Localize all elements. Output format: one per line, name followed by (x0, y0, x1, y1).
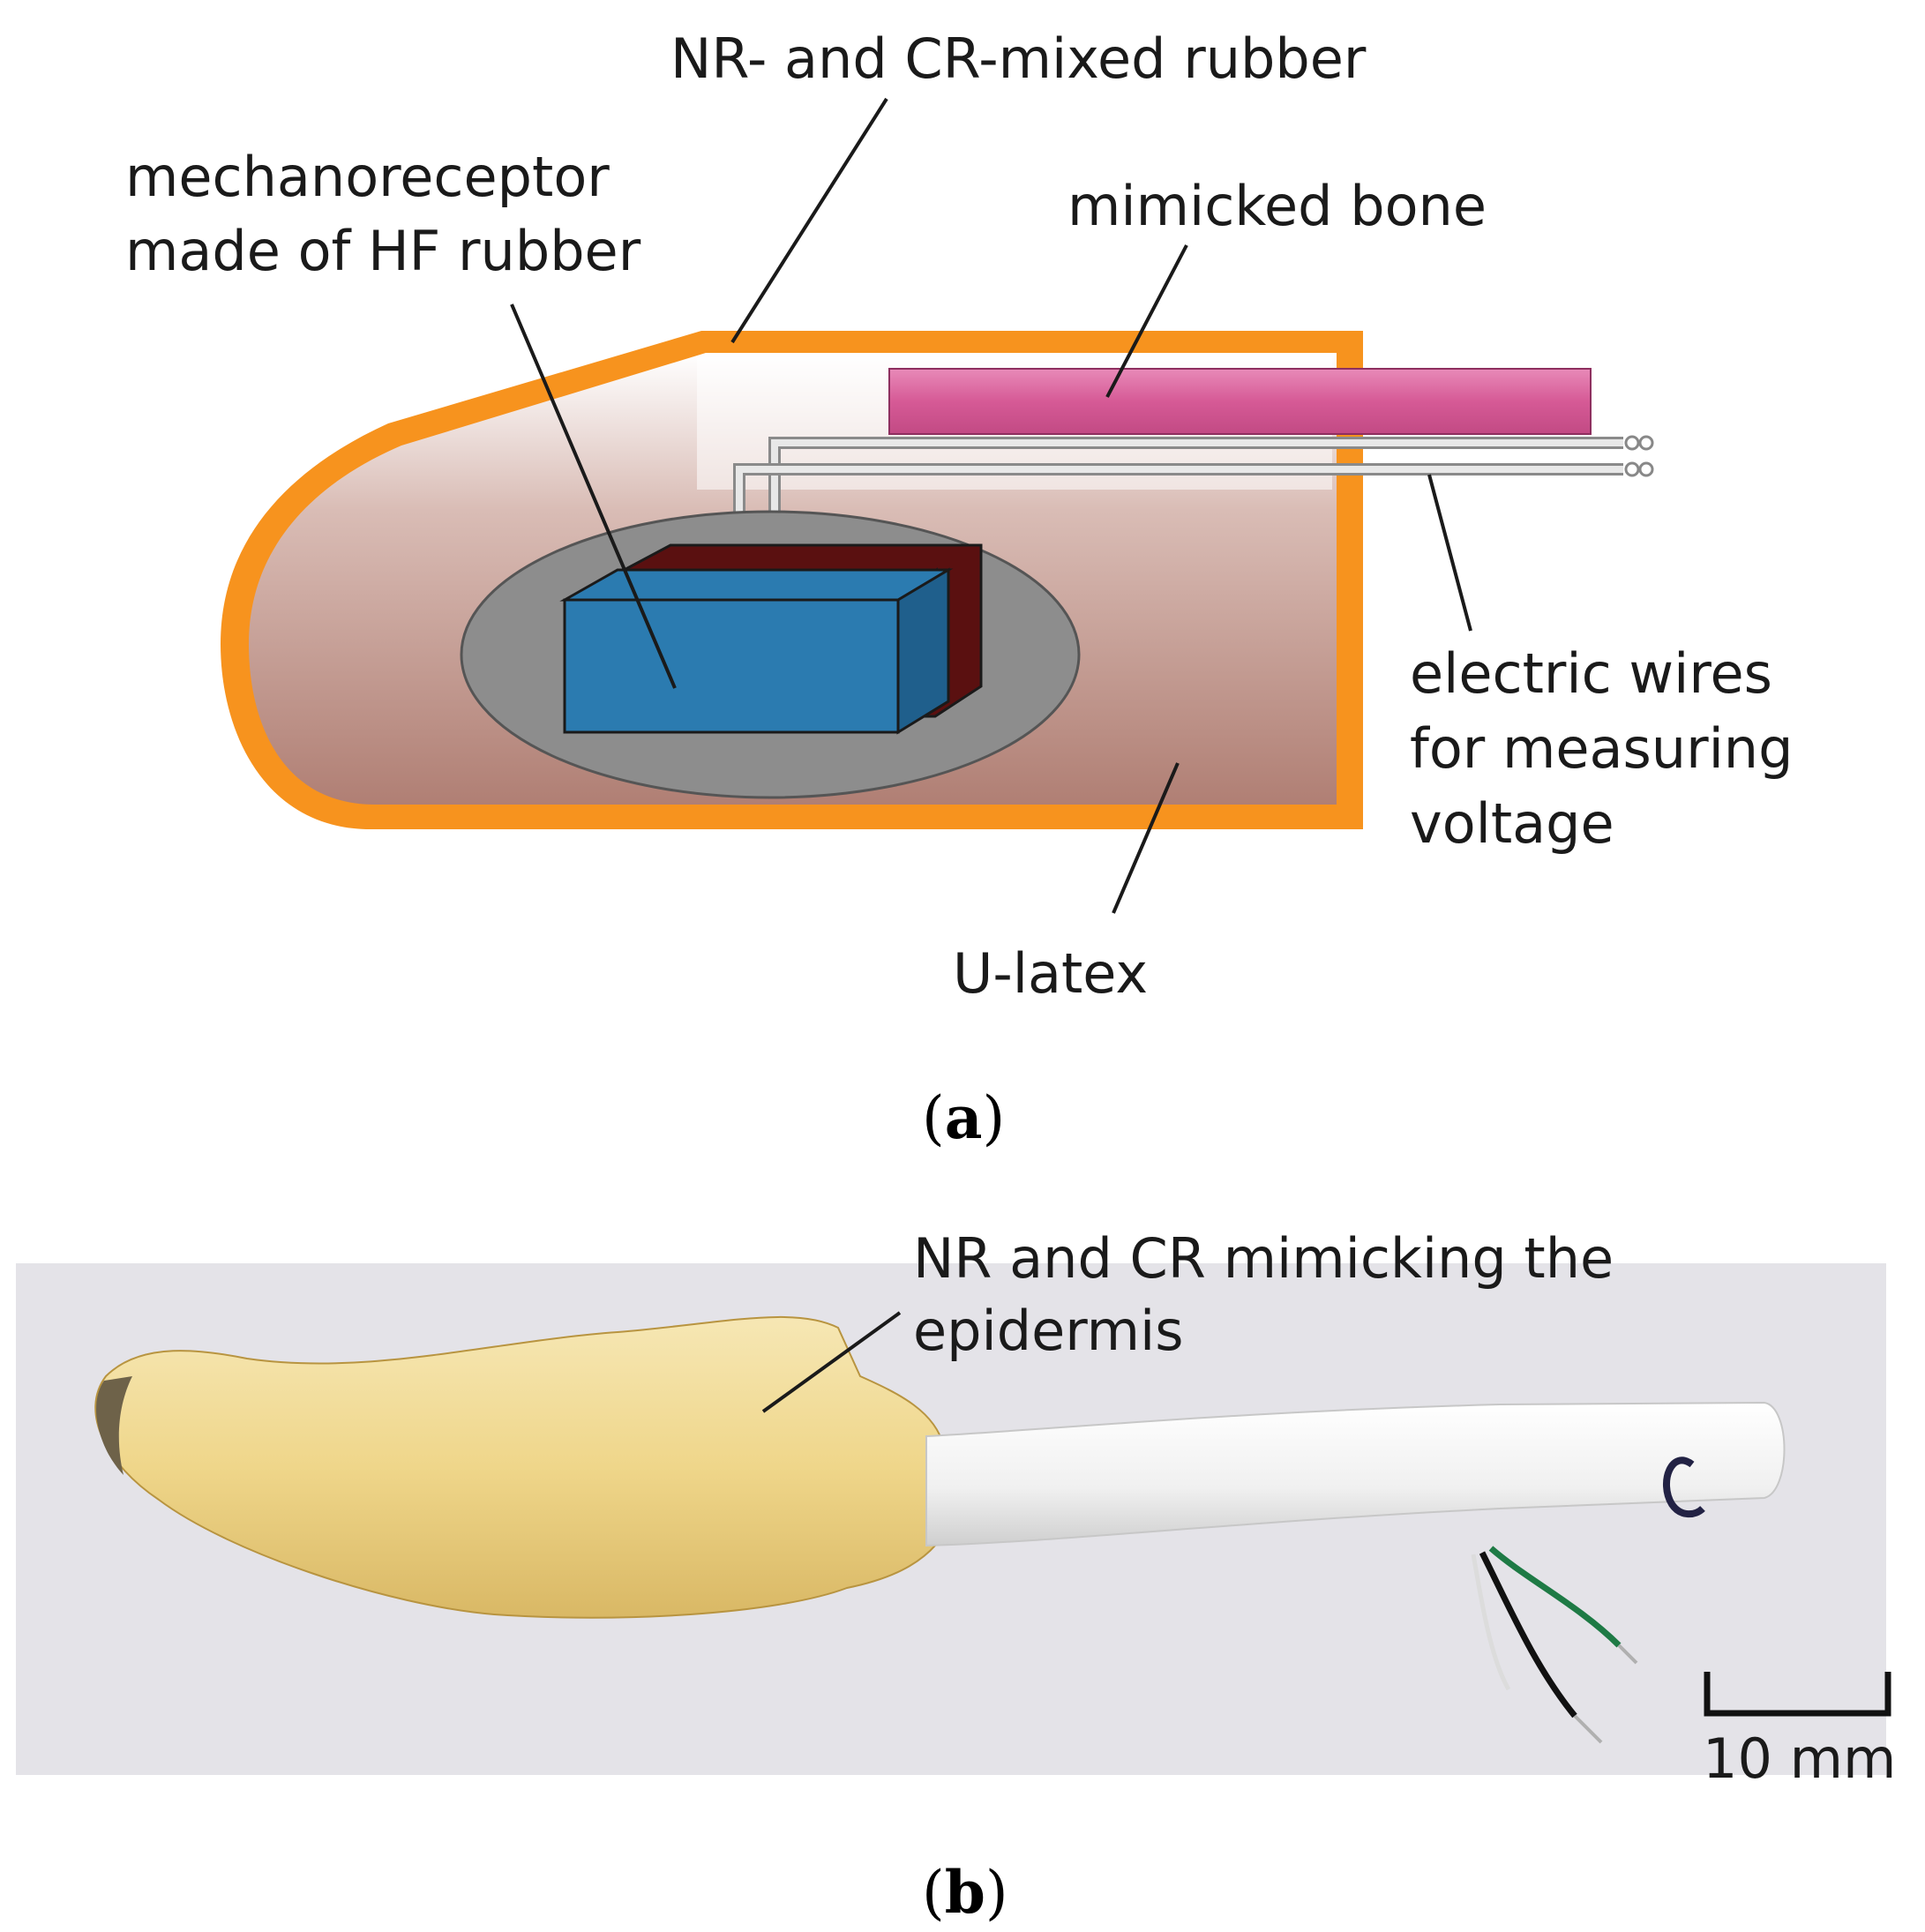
scale-bar-label: 10 mm (1703, 1726, 1896, 1791)
label-wires-1: electric wires (1410, 641, 1772, 706)
label-wires-2: for measuring (1410, 716, 1793, 781)
scale-bar (1704, 1672, 1891, 1717)
mimicked-bone (888, 368, 1592, 435)
leader-mechanoreceptor (510, 303, 677, 689)
bone-rod (925, 1401, 1786, 1547)
leader-outer-rubber (730, 97, 888, 344)
label-bone: mimicked bone (1067, 174, 1487, 238)
rod-mark (1663, 1456, 1705, 1518)
label-u-latex: U-latex (953, 941, 1148, 1006)
label-wires-3: voltage (1410, 791, 1614, 856)
label-epidermis-1: NR and CR mimicking the (913, 1226, 1614, 1291)
panel-b-photo: NR and CR mimicking the epidermis 10 mm … (16, 1226, 1896, 1927)
leader-bone (1105, 244, 1188, 398)
label-mechanoreceptor-1: mechanoreceptor (125, 145, 610, 209)
label-outer-rubber: NR- and CR-mixed rubber (670, 26, 1367, 91)
finger-tip (96, 1376, 132, 1475)
photo-wires (1471, 1546, 1638, 1744)
leader-u-latex (1112, 762, 1180, 914)
leader-wires (1427, 474, 1472, 632)
caption-a: (a) (922, 1083, 1005, 1152)
label-mechanoreceptor-2: made of HF rubber (125, 219, 641, 283)
mechanoreceptor-block (559, 543, 983, 735)
label-epidermis-2: epidermis (913, 1299, 1184, 1363)
panel-a-diagram: NR- and CR-mixed rubber mechanoreceptor … (125, 26, 1793, 1152)
caption-b: (b) (922, 1858, 1008, 1927)
leader-epidermis (761, 1311, 902, 1413)
